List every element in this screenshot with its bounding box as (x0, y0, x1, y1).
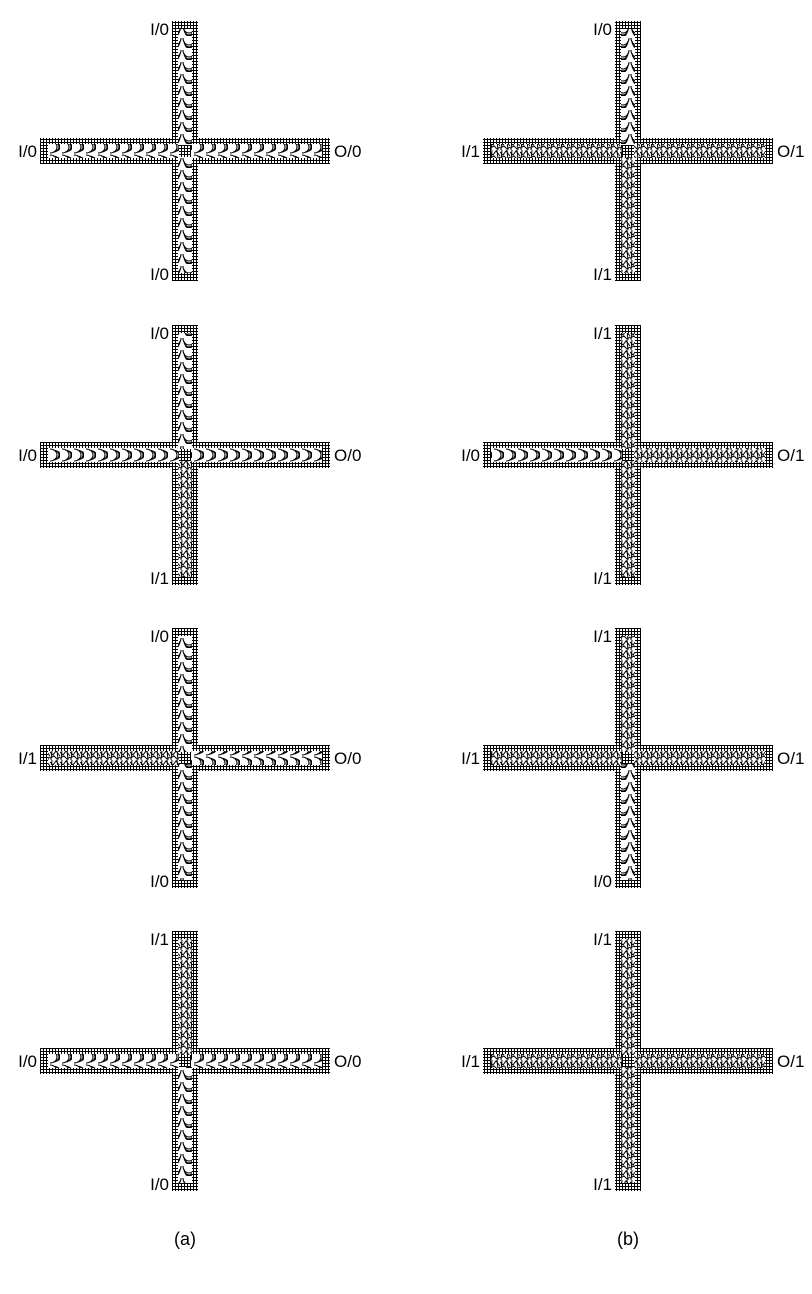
bottom-input-label: I/0 (150, 1175, 169, 1194)
left-signal (48, 448, 179, 462)
output-signal (191, 1054, 322, 1068)
output-label: O/1 (777, 749, 804, 768)
output-label: O/1 (777, 142, 804, 161)
top-input-label: I/0 (593, 20, 612, 39)
gate-panel: I/0I/1I/0O/0 (18, 627, 361, 891)
left-signal (491, 751, 622, 765)
left-input-label: I/1 (461, 749, 480, 768)
left-signal (491, 448, 622, 462)
left-signal (48, 144, 179, 158)
output-signal (191, 144, 322, 158)
bottom-input-label: I/1 (593, 265, 612, 284)
bottom-input-label: I/0 (593, 872, 612, 891)
gate-panel: I/1I/1I/0O/1 (461, 627, 804, 891)
top-input-label: I/1 (593, 930, 612, 949)
bottom-input-label: I/1 (150, 569, 169, 588)
caption-b: (b) (617, 1229, 639, 1249)
top-signal (178, 333, 192, 449)
gate-panel: I/1I/1I/1O/1 (461, 930, 804, 1194)
left-signal (48, 751, 179, 765)
bottom-signal (178, 1067, 192, 1183)
gate-panel: I/0I/0I/1O/0 (18, 324, 361, 588)
left-input-label: I/1 (461, 142, 480, 161)
bottom-signal (178, 461, 192, 577)
gate-panel: I/0I/0I/0O/0 (18, 20, 361, 284)
left-input-label: I/0 (18, 1052, 37, 1071)
output-label: O/0 (334, 446, 361, 465)
bottom-signal (178, 157, 192, 273)
gate-panel: I/1I/0I/0O/0 (18, 930, 361, 1194)
top-input-label: I/1 (593, 324, 612, 343)
left-input-label: I/0 (18, 142, 37, 161)
output-signal (634, 144, 765, 158)
output-signal (634, 448, 765, 462)
bottom-input-label: I/0 (150, 265, 169, 284)
top-input-label: I/0 (150, 20, 169, 39)
left-input-label: I/0 (461, 446, 480, 465)
caption-a: (a) (174, 1229, 196, 1249)
top-signal (621, 333, 635, 449)
gate-panel: I/1I/0I/1O/1 (461, 324, 804, 588)
left-signal (48, 1054, 179, 1068)
gate-panel: I/0I/1I/1O/1 (461, 20, 804, 284)
output-signal (634, 1054, 765, 1068)
left-signal (491, 1054, 622, 1068)
output-signal (191, 751, 322, 765)
bottom-signal (621, 1067, 635, 1183)
bottom-signal (621, 157, 635, 273)
bottom-input-label: I/1 (593, 569, 612, 588)
left-input-label: I/1 (18, 749, 37, 768)
output-label: O/1 (777, 1052, 804, 1071)
top-signal (621, 939, 635, 1055)
output-signal (191, 448, 322, 462)
top-input-label: I/1 (593, 627, 612, 646)
top-signal (621, 636, 635, 752)
left-signal (491, 144, 622, 158)
bottom-signal (178, 764, 192, 880)
left-input-label: I/0 (18, 446, 37, 465)
output-signal (634, 751, 765, 765)
top-input-label: I/0 (150, 627, 169, 646)
top-signal (178, 29, 192, 145)
bottom-input-label: I/0 (150, 872, 169, 891)
left-input-label: I/1 (461, 1052, 480, 1071)
bottom-signal (621, 764, 635, 880)
output-label: O/0 (334, 749, 361, 768)
bottom-signal (621, 461, 635, 577)
top-input-label: I/1 (150, 930, 169, 949)
output-label: O/0 (334, 1052, 361, 1071)
top-signal (178, 939, 192, 1055)
output-label: O/0 (334, 142, 361, 161)
bottom-input-label: I/1 (593, 1175, 612, 1194)
top-signal (621, 29, 635, 145)
top-signal (178, 636, 192, 752)
top-input-label: I/0 (150, 324, 169, 343)
output-label: O/1 (777, 446, 804, 465)
